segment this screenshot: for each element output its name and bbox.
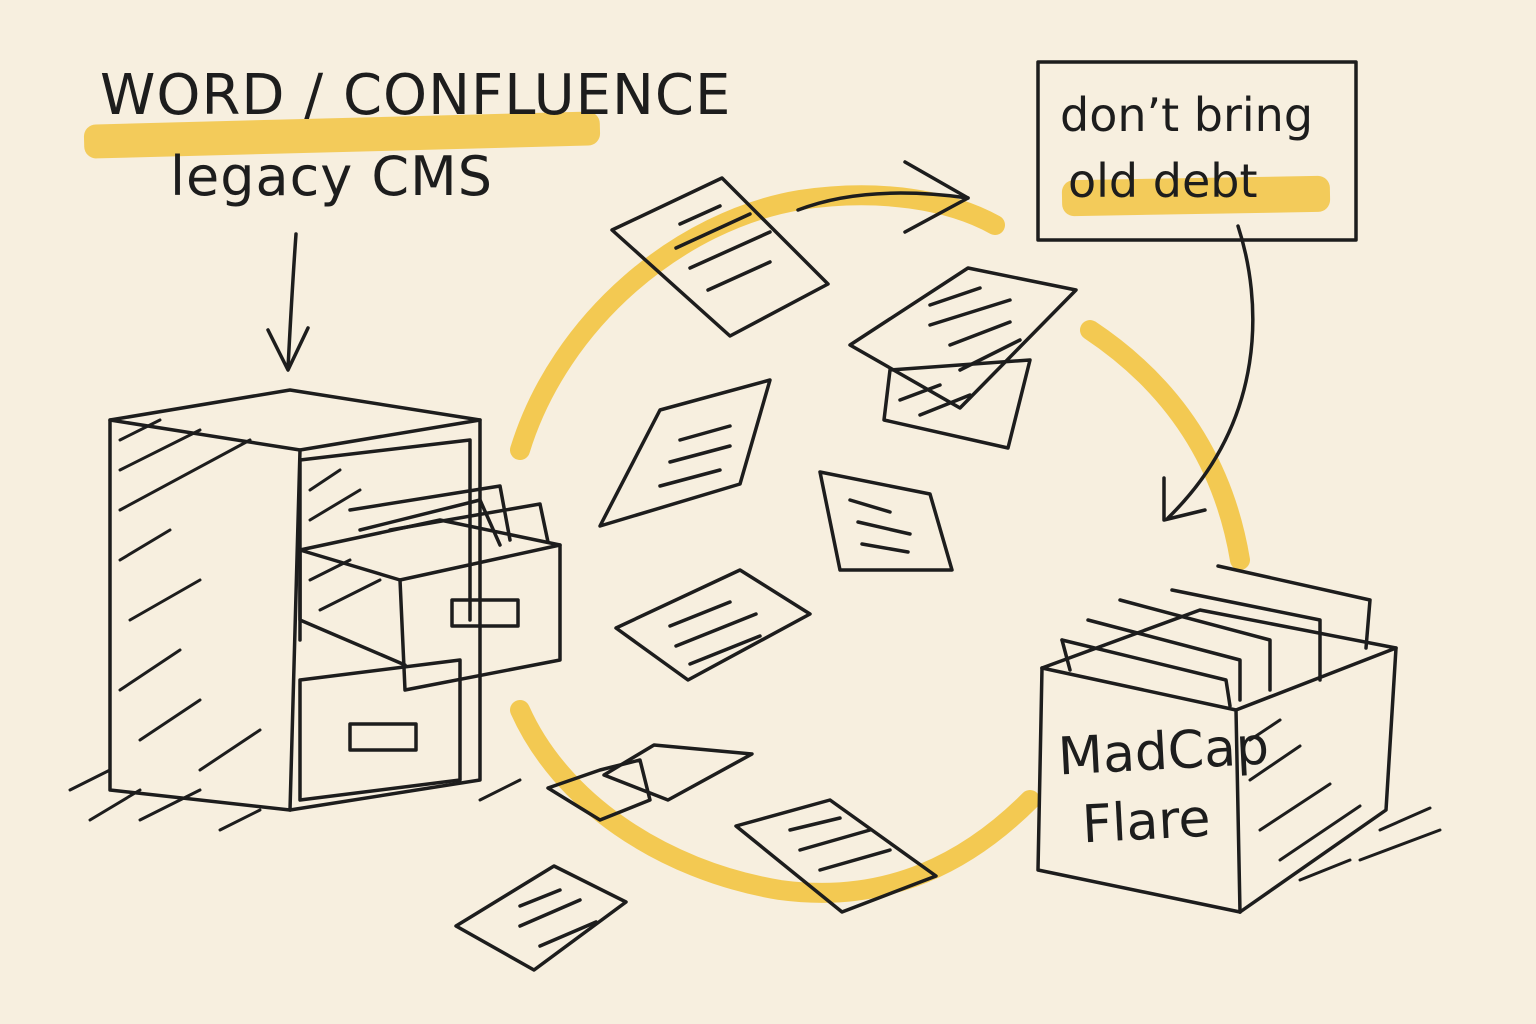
paper-6: [614, 568, 812, 682]
ring-segment-bottom: [510, 700, 1040, 903]
note-text-line2: old debt: [1068, 154, 1258, 208]
filing-cabinet: [68, 388, 562, 832]
cycle-ring: [510, 185, 1250, 903]
ring-segment-top: [510, 185, 1005, 460]
source-subtitle: legacy CMS: [170, 145, 493, 208]
paper-8: [734, 798, 938, 914]
source-arrow: [266, 232, 310, 372]
drawer-handle: [450, 598, 520, 628]
note-box: [1036, 60, 1358, 242]
source-title: WORD / CONFLUENCE: [100, 63, 732, 128]
paper-1: [610, 176, 830, 338]
file-box: [1036, 564, 1442, 914]
paper-7: [546, 743, 754, 822]
paper-5: [818, 470, 954, 572]
ring-segment-right: [1080, 320, 1250, 570]
paper-3: [882, 358, 1032, 450]
lower-drawer-handle: [348, 722, 418, 752]
paper-2: [848, 266, 1078, 410]
paper-4: [598, 378, 772, 528]
destination-label-line2: Flare: [1080, 788, 1212, 856]
top-cycle-arrow: [796, 160, 970, 234]
note-arrow: [1162, 224, 1255, 522]
paper-9: [454, 864, 628, 972]
note-text-line1: don’t bring: [1060, 88, 1314, 142]
cabinet-side-hatch: [118, 418, 262, 772]
destination-label-line1: MadCap: [1056, 716, 1271, 788]
